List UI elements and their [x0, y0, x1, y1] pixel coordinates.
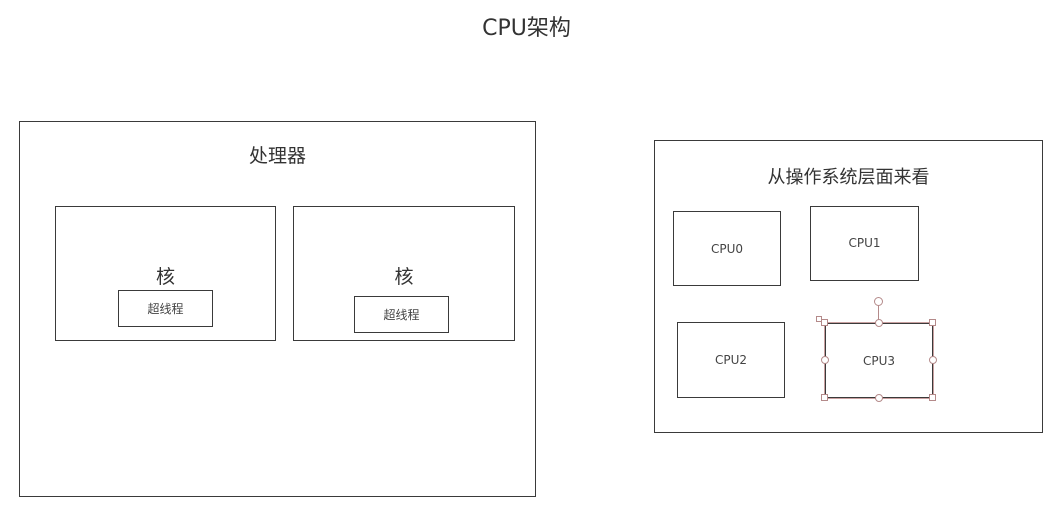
cpu1-box[interactable]: CPU1: [810, 206, 919, 281]
link-handle-corner[interactable]: [816, 316, 822, 322]
hyperthread-box-2[interactable]: 超线程: [354, 296, 449, 333]
cpu0-box[interactable]: CPU0: [673, 211, 781, 286]
diagram-title: CPU架构: [482, 16, 571, 41]
resize-handle-top-left[interactable]: [821, 319, 828, 326]
resize-handle-bottom-left[interactable]: [821, 394, 828, 401]
os-view-label: 从操作系统层面来看: [767, 167, 930, 188]
resize-handle-right[interactable]: [929, 356, 937, 364]
resize-handle-bottom[interactable]: [875, 394, 883, 402]
resize-handle-top[interactable]: [875, 319, 883, 327]
processor-label: 处理器: [248, 145, 306, 167]
core-label-1: 核: [155, 266, 175, 288]
resize-handle-top-right[interactable]: [929, 319, 936, 326]
core-box-2[interactable]: [293, 206, 515, 341]
resize-handle-left[interactable]: [821, 356, 829, 364]
rotate-handle[interactable]: [874, 297, 883, 306]
cpu2-box[interactable]: CPU2: [677, 322, 785, 398]
cpu3-box[interactable]: CPU3: [825, 323, 933, 398]
rotate-handle-line: [878, 305, 879, 323]
resize-handle-bottom-right[interactable]: [929, 394, 936, 401]
hyperthread-box-1[interactable]: 超线程: [118, 290, 213, 327]
core-label-2: 核: [394, 266, 414, 288]
